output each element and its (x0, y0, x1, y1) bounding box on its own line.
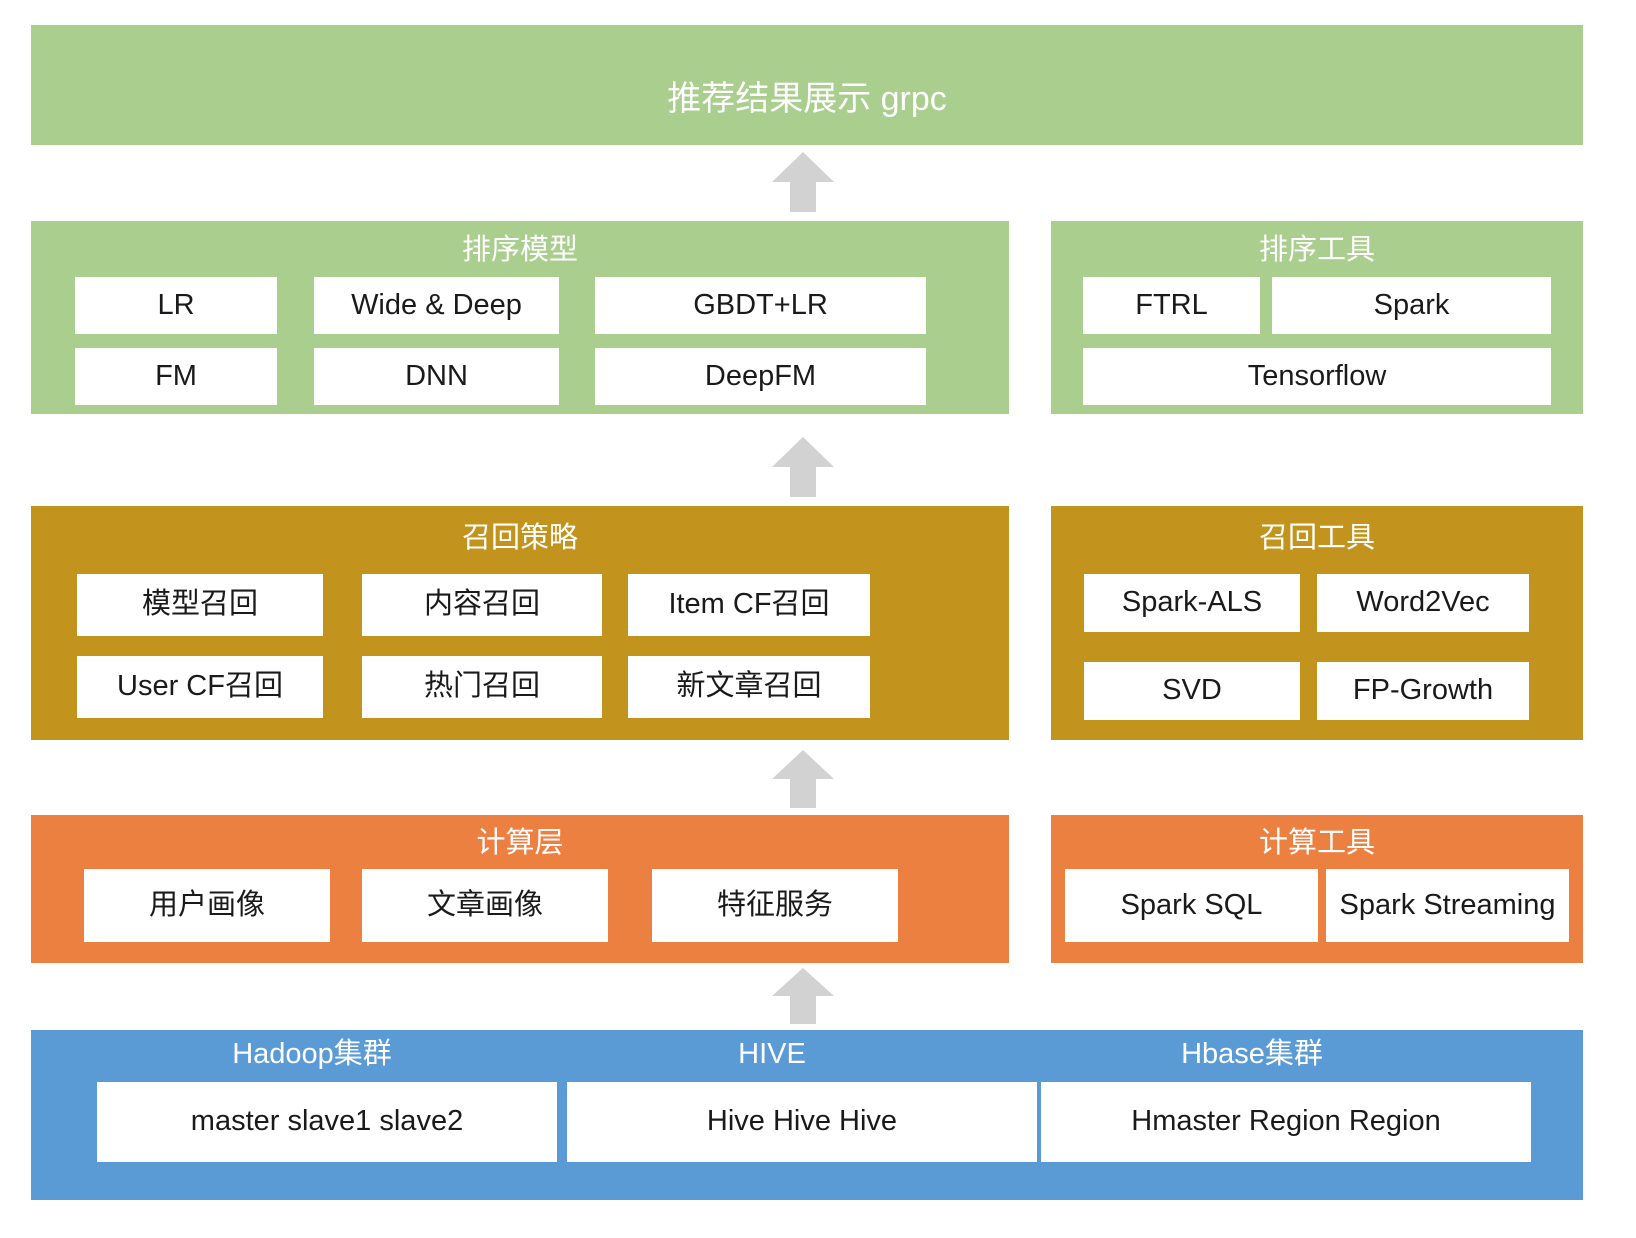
chip-spark-als[interactable]: Spark-ALS (1084, 574, 1300, 632)
chip-item-cf-recall[interactable]: Item CF召回 (628, 574, 870, 636)
chip-spark-sql[interactable]: Spark SQL (1065, 869, 1318, 942)
panel-recall-tools-title: 召回工具 (1258, 522, 1375, 554)
storage-group-hbase-title: Hbase集群 (1181, 1038, 1323, 1070)
arrow-recall-to-ranking (772, 437, 834, 497)
chip-spark[interactable]: Spark (1272, 277, 1551, 334)
panel-result-display: 推荐结果展示 grpc (31, 25, 1583, 145)
panel-ranking-model-title: 排序模型 (461, 234, 578, 266)
chip-ftrl[interactable]: FTRL (1083, 277, 1260, 334)
chip-model-recall[interactable]: 模型召回 (77, 574, 323, 636)
chip-fp-growth[interactable]: FP-Growth (1317, 662, 1529, 720)
panel-recall-tools: 召回工具 Spark-ALS Word2Vec SVD FP-Growth (1051, 506, 1583, 740)
panel-compute-tools: 计算工具 Spark SQL Spark Streaming (1051, 815, 1583, 963)
chip-spark-streaming[interactable]: Spark Streaming (1326, 869, 1569, 942)
chip-gbdt-lr[interactable]: GBDT+LR (595, 277, 926, 334)
chip-svd[interactable]: SVD (1084, 662, 1300, 720)
chip-fm[interactable]: FM (75, 348, 277, 405)
chip-lr[interactable]: LR (75, 277, 277, 334)
chip-feature-service[interactable]: 特征服务 (652, 869, 898, 942)
chip-word2vec[interactable]: Word2Vec (1317, 574, 1529, 632)
chip-hive-nodes[interactable]: Hive Hive Hive (567, 1082, 1037, 1162)
arrow-compute-to-recall (772, 750, 834, 808)
chip-deepfm[interactable]: DeepFM (595, 348, 926, 405)
chip-user-profile[interactable]: 用户画像 (84, 869, 330, 942)
chip-dnn[interactable]: DNN (314, 348, 559, 405)
arrow-storage-to-compute (772, 968, 834, 1024)
chip-article-profile[interactable]: 文章画像 (362, 869, 608, 942)
chip-tensorflow[interactable]: Tensorflow (1083, 348, 1551, 405)
storage-group-hadoop-title: Hadoop集群 (232, 1038, 392, 1070)
chip-new-article-recall[interactable]: 新文章召回 (628, 656, 870, 718)
storage-group-hive: HIVE Hive Hive Hive (537, 1030, 1037, 1200)
panel-compute-layer: 计算层 用户画像 文章画像 特征服务 (31, 815, 1009, 963)
chip-hadoop-nodes[interactable]: master slave1 slave2 (97, 1082, 557, 1162)
chip-wide-and-deep[interactable]: Wide & Deep (314, 277, 559, 334)
banner-label: 推荐结果展示 grpc (667, 80, 947, 118)
panel-storage-layer: Hadoop集群 master slave1 slave2 HIVE Hive … (31, 1030, 1583, 1200)
storage-group-hbase: Hbase集群 Hmaster Region Region (1007, 1030, 1531, 1200)
panel-recall-strategy-title: 召回策略 (461, 522, 578, 554)
chip-hot-recall[interactable]: 热门召回 (362, 656, 602, 718)
panel-compute-tools-title: 计算工具 (1258, 827, 1375, 859)
panel-recall-strategy: 召回策略 模型召回 内容召回 Item CF召回 User CF召回 热门召回 … (31, 506, 1009, 740)
storage-group-hadoop: Hadoop集群 master slave1 slave2 (67, 1030, 557, 1200)
panel-compute-layer-title: 计算层 (476, 827, 564, 859)
chip-user-cf-recall[interactable]: User CF召回 (77, 656, 323, 718)
chip-hbase-nodes[interactable]: Hmaster Region Region (1041, 1082, 1531, 1162)
chip-content-recall[interactable]: 内容召回 (362, 574, 602, 636)
panel-ranking-model: 排序模型 LR Wide & Deep GBDT+LR FM DNN DeepF… (31, 221, 1009, 414)
panel-ranking-tools-title: 排序工具 (1258, 234, 1375, 266)
arrow-ranking-to-banner (772, 152, 834, 212)
storage-group-hive-title: HIVE (738, 1038, 806, 1070)
panel-ranking-tools: 排序工具 FTRL Spark Tensorflow (1051, 221, 1583, 414)
